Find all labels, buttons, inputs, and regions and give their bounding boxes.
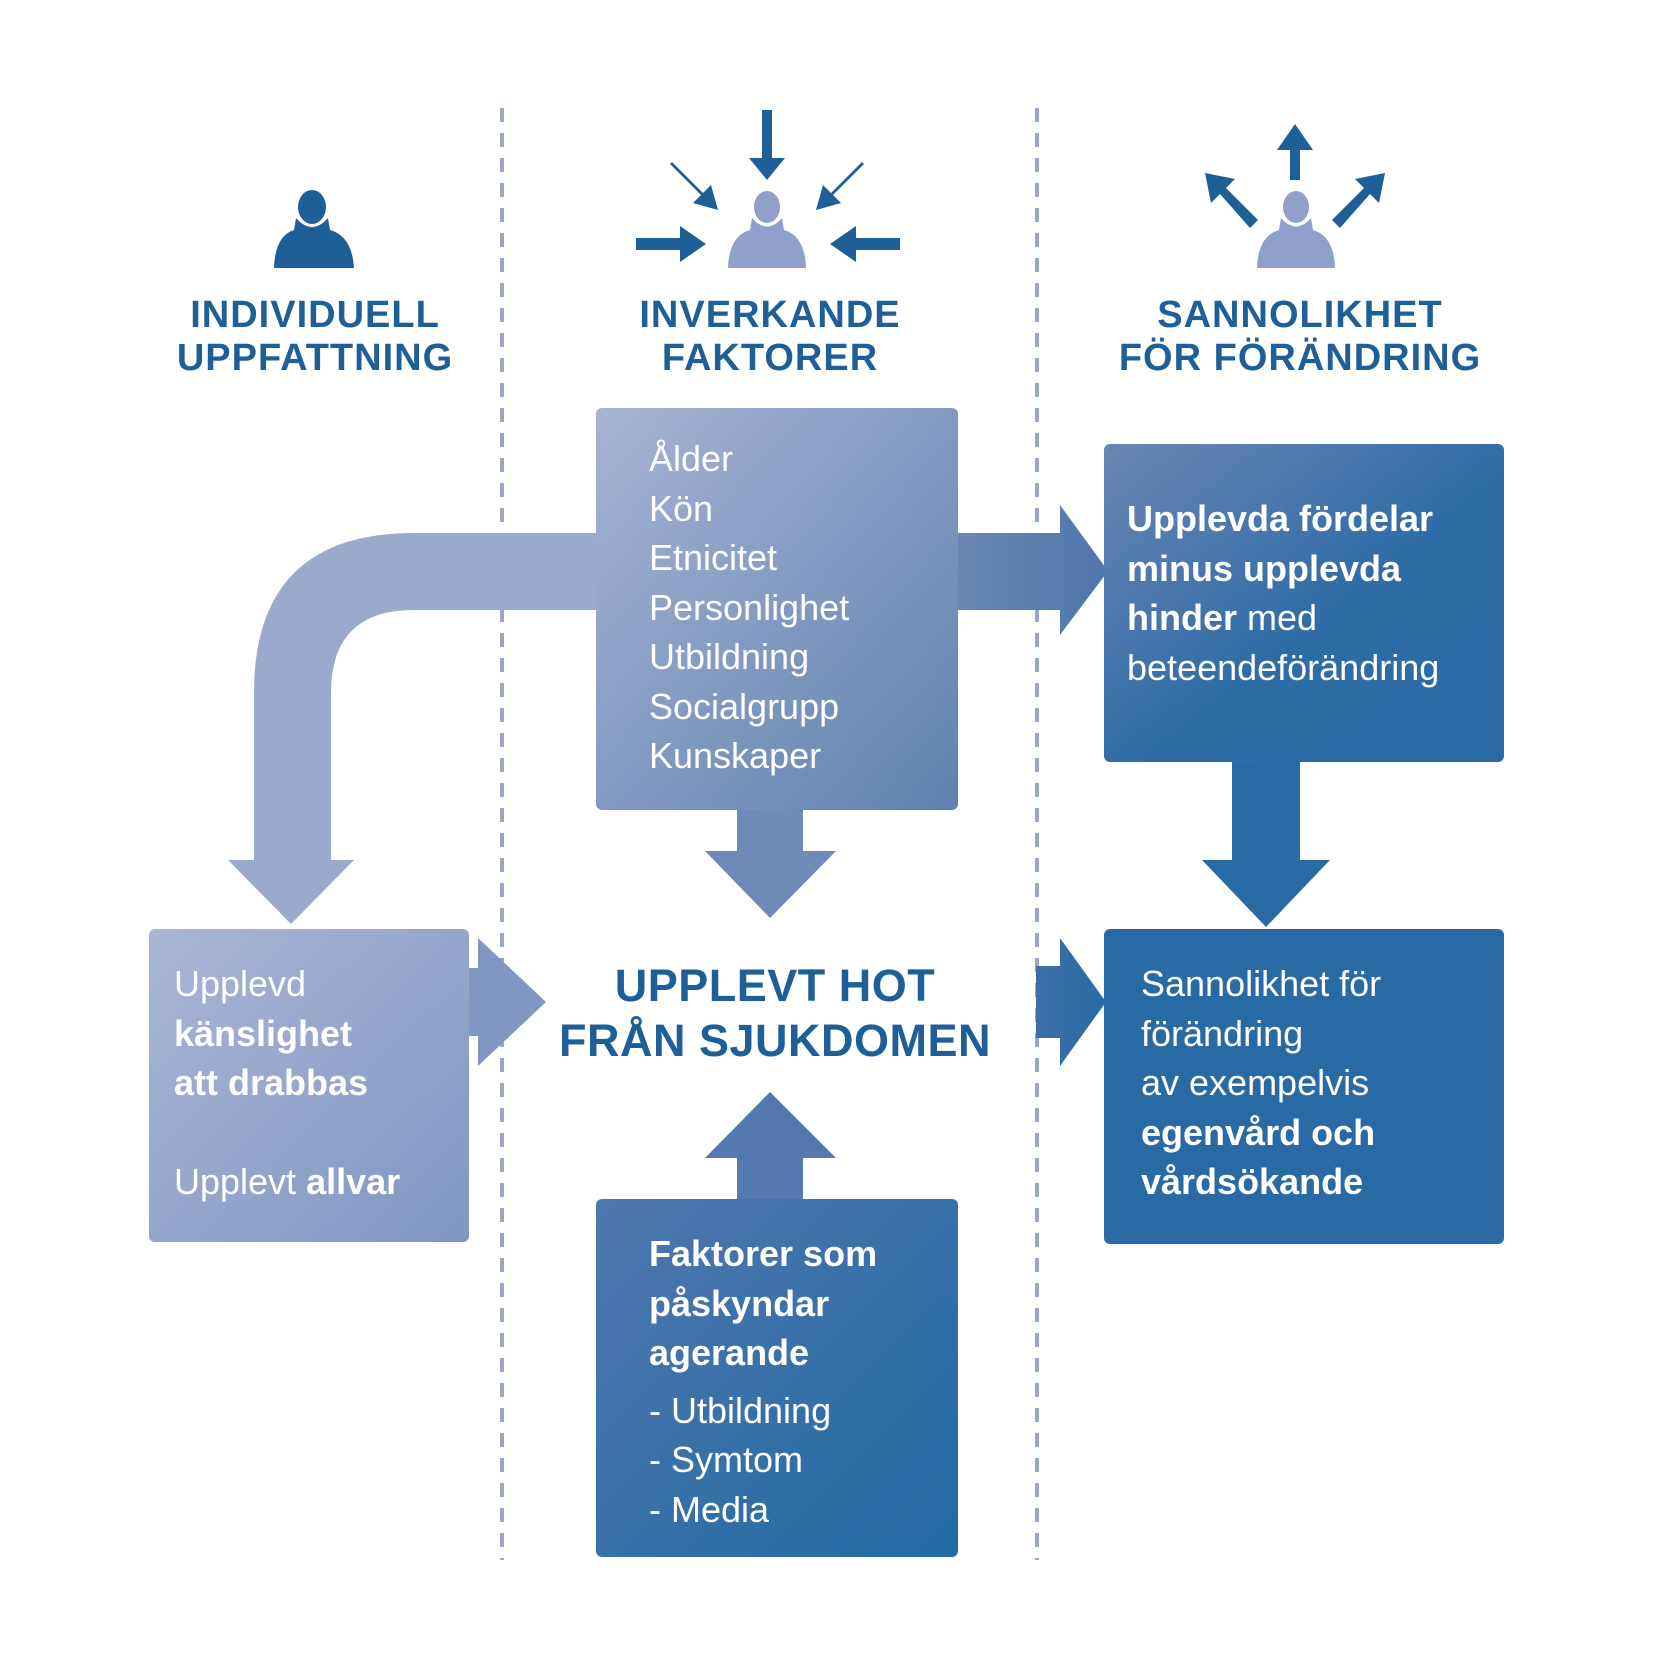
arrow-cues-to-threat [705, 1092, 836, 1205]
arrow-benefits-to-likelihood [1202, 758, 1330, 927]
factor-item: Kunskaper [649, 735, 822, 776]
benefits-line: Upplevda fördelar [1127, 498, 1434, 539]
likelihood-line: förändring [1141, 1012, 1304, 1054]
arrow-susceptibility-to-threat [468, 938, 546, 1066]
person-icon [274, 190, 354, 268]
factor-item: Ålder [649, 438, 734, 479]
susceptibility-line: Upplevt allvar [174, 1157, 469, 1207]
susceptibility-line: Upplevd [174, 963, 307, 1004]
benefits-bold: hinder [1127, 597, 1238, 638]
cues-item: - Media [649, 1488, 770, 1530]
susceptibility-line: att drabbas [174, 1062, 369, 1103]
likelihood-line: Sannolikhet för [1141, 963, 1382, 1004]
header-line: SANNOLIKHET [1157, 294, 1443, 336]
column-header-likelihood: SANNOLIKHET FÖR FÖRÄNDRING [1090, 294, 1510, 380]
arrow-factors-to-benefits [950, 505, 1108, 635]
cues-title-line: agerande [649, 1332, 810, 1373]
susceptibility-box: Upplevd känslighet att drabbas Upplevt a… [149, 929, 469, 1242]
benefits-line: minus upplevda [1127, 547, 1402, 589]
benefits-box: Upplevda fördelar minus upplevda hinder … [1104, 444, 1504, 762]
threat-line: UPPLEVT HOT [614, 960, 936, 1011]
likelihood-line: av exempelvis [1141, 1062, 1370, 1103]
likelihood-line: egenvård och [1141, 1111, 1376, 1153]
header-line: INDIVIDUELL [190, 294, 440, 336]
factor-item: Kön [649, 487, 714, 529]
header-line: INVERKANDE [639, 294, 901, 336]
benefits-line: beteendeförändring [1127, 646, 1440, 688]
benefits-rest: med [1237, 597, 1318, 638]
person-arrows-in-icon [636, 110, 900, 268]
factor-item: Socialgrupp [649, 685, 840, 727]
arrow-threat-to-likelihood [1036, 938, 1106, 1066]
cues-box: Faktorer som påskyndar agerande - Utbild… [596, 1199, 958, 1557]
header-line: FÖR FÖRÄNDRING [1118, 337, 1482, 379]
header-line: UPPFATTNING [176, 337, 454, 379]
column-header-factors: INVERKANDE FAKTORER [585, 294, 955, 380]
susceptibility-box-bg [149, 929, 469, 1242]
curved-arrow [228, 533, 600, 924]
cues-item: - Utbildning [649, 1389, 832, 1431]
perceived-threat: UPPLEVT HOT FRÅN SJUKDOMEN [540, 958, 1010, 1068]
likelihood-box-bg [1104, 929, 1504, 1244]
header-line: FAKTORER [661, 337, 879, 379]
severity-bold: allvar [306, 1160, 401, 1202]
benefits-line: hinder med [1127, 593, 1504, 643]
threat-line: FRÅN SJUKDOMEN [558, 1015, 992, 1066]
factor-item: Utbildning [649, 636, 810, 677]
column-header-individual: INDIVIDUELL UPPFATTNING [130, 294, 500, 380]
susceptibility-line: känslighet [174, 1012, 353, 1054]
benefits-box-bg [1104, 444, 1504, 762]
arrow-factors-to-threat [705, 810, 836, 918]
cues-title-line: påskyndar [649, 1282, 830, 1324]
severity-normal: Upplevt [174, 1160, 307, 1202]
cues-item: - Symtom [649, 1439, 804, 1480]
factor-item: Etnicitet [649, 537, 778, 578]
factors-box-bg [596, 408, 958, 810]
cues-box-bg [596, 1199, 958, 1557]
factors-box: Ålder Kön Etnicitet Personlighet Utbildn… [596, 408, 958, 810]
factor-item: Personlighet [649, 586, 850, 628]
person-arrows-out-icon [1205, 124, 1385, 268]
cues-title-line: Faktorer som [649, 1233, 878, 1274]
likelihood-box: Sannolikhet för förändring av exempelvis… [1104, 929, 1504, 1244]
spacer [174, 1108, 469, 1157]
likelihood-line: vårdsökande [1141, 1161, 1364, 1202]
